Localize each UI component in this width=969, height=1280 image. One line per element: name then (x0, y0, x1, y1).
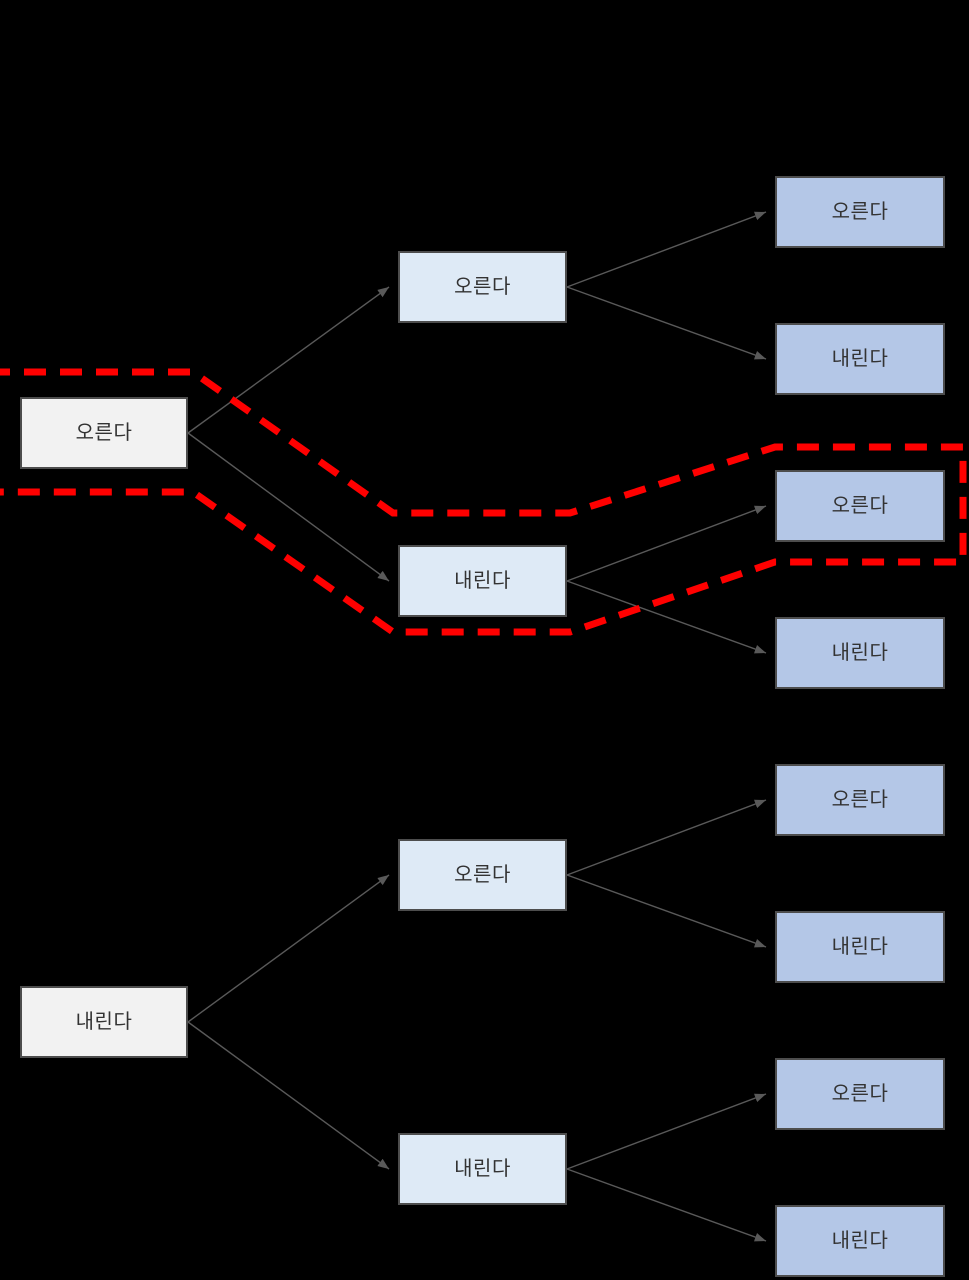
tree-node-r2-b-b[interactable]: 내린다 (775, 1205, 945, 1277)
tree-edge-r1-a-to-r1-a-a (566, 211, 767, 288)
tree-node-label: 오른다 (454, 864, 511, 886)
tree-edge-r1-a-to-r1-a-b (566, 286, 767, 360)
tree-node-r2-a[interactable]: 오른다 (398, 839, 567, 911)
tree-node-label: 내린다 (454, 570, 511, 592)
tree-node-label: 오른다 (75, 422, 133, 444)
tree-node-r1-a[interactable]: 오른다 (398, 251, 567, 323)
tree-edge-r1-b-to-r1-b-b (566, 580, 767, 654)
tree-node-r1-b-b[interactable]: 내린다 (775, 617, 945, 689)
tree-edges (187, 211, 767, 1242)
tree-node-label: 오른다 (831, 1083, 889, 1105)
tree-node-r1-b-a[interactable]: 오른다 (775, 470, 945, 542)
tree-node-label: 내린다 (75, 1011, 133, 1033)
tree-node-label: 오른다 (454, 276, 511, 298)
tree-node-label: 오른다 (831, 789, 889, 811)
tree-node-label: 내린다 (831, 642, 889, 664)
tree-node-label: 내린다 (831, 936, 889, 958)
tree-node-r2[interactable]: 내린다 (20, 986, 188, 1058)
tree-edge-r2-to-r2-a (187, 874, 390, 1023)
tree-node-r1-a-b[interactable]: 내린다 (775, 323, 945, 395)
tree-edge-r2-to-r2-b (187, 1021, 390, 1170)
tree-edge-r2-a-to-r2-a-a (566, 799, 767, 876)
tree-edge-r2-a-to-r2-a-b (566, 874, 767, 948)
tree-edge-r1-to-r1-b (187, 432, 390, 582)
tree-node-r2-b[interactable]: 내린다 (398, 1133, 567, 1205)
tree-edge-r2-b-to-r2-b-a (566, 1093, 767, 1170)
tree-node-r2-a-a[interactable]: 오른다 (775, 764, 945, 836)
tree-edge-r2-b-to-r2-b-b (566, 1168, 767, 1242)
tree-node-r2-b-a[interactable]: 오른다 (775, 1058, 945, 1130)
tree-node-r2-a-b[interactable]: 내린다 (775, 911, 945, 983)
tree-node-label: 오른다 (831, 495, 889, 517)
tree-node-label: 오른다 (831, 201, 889, 223)
tree-node-r1[interactable]: 오른다 (20, 397, 188, 469)
tree-node-r1-a-a[interactable]: 오른다 (775, 176, 945, 248)
tree-edge-r1-b-to-r1-b-a (566, 505, 767, 582)
tree-node-label: 내린다 (831, 1230, 889, 1252)
tree-edge-r1-to-r1-a (187, 286, 390, 434)
tree-node-label: 내린다 (831, 348, 889, 370)
tree-node-r1-b[interactable]: 내린다 (398, 545, 567, 617)
tree-node-label: 내린다 (454, 1158, 511, 1180)
